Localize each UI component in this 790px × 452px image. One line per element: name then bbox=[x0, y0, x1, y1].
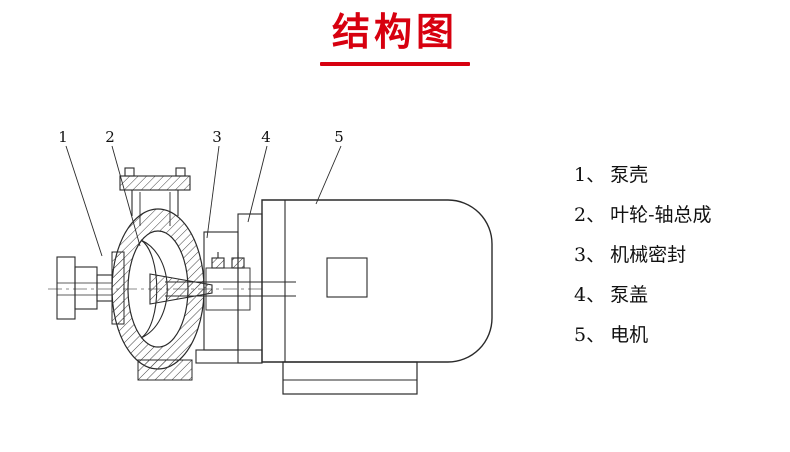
motor-terminal-box bbox=[326, 257, 368, 298]
discharge-pipe bbox=[119, 167, 191, 226]
title-underline bbox=[320, 61, 470, 66]
legend-item-5: 5、电机 bbox=[574, 326, 774, 345]
legend-label-4: 泵盖 bbox=[610, 284, 649, 306]
suction-step bbox=[74, 266, 98, 310]
motor bbox=[261, 199, 493, 395]
legend-item-2: 2、叶轮-轴总成 bbox=[574, 206, 774, 225]
pump-casing bbox=[111, 208, 205, 381]
legend-label-1: 泵壳 bbox=[610, 164, 649, 186]
leader-line-1 bbox=[65, 145, 103, 257]
suction-pipe bbox=[96, 274, 113, 302]
legend-label-3: 机械密封 bbox=[610, 244, 687, 266]
legend-label-5: 电机 bbox=[610, 324, 649, 346]
casing-bottom-flange bbox=[137, 359, 193, 381]
part-number-1: 1 bbox=[58, 128, 68, 146]
impeller-shaft-assembly bbox=[140, 239, 296, 339]
legend: 1、泵壳 2、叶轮-轴总成 3、机械密封 4、泵盖 5、电机 bbox=[574, 166, 774, 366]
title-block: 结构图 bbox=[0, 10, 790, 66]
part-numbers: 1 2 3 4 5 bbox=[58, 128, 344, 146]
part-number-5: 5 bbox=[334, 128, 344, 146]
suction-nozzle bbox=[56, 256, 113, 320]
leader-lines bbox=[65, 145, 342, 257]
legend-num-1: 1、 bbox=[574, 164, 606, 186]
part-number-2: 2 bbox=[105, 128, 115, 146]
part-number-4: 4 bbox=[261, 128, 271, 146]
gland-bolt-left bbox=[211, 257, 225, 269]
motor-base bbox=[282, 361, 418, 395]
legend-num-2: 2、 bbox=[574, 204, 606, 226]
casing-suction-flange bbox=[111, 251, 125, 325]
part-number-3: 3 bbox=[212, 128, 222, 146]
leader-line-2 bbox=[111, 145, 141, 247]
bracket-foot bbox=[195, 349, 263, 364]
flange-bolt-left bbox=[124, 167, 135, 177]
impeller-shroud bbox=[140, 239, 168, 339]
page-title: 结构图 bbox=[331, 10, 458, 54]
gland-bolt-right bbox=[231, 257, 245, 269]
legend-num-5: 5、 bbox=[574, 324, 606, 346]
legend-item-3: 3、机械密封 bbox=[574, 246, 774, 265]
motor-body bbox=[261, 199, 493, 363]
discharge-flange bbox=[119, 175, 191, 191]
leader-line-4 bbox=[247, 145, 268, 223]
legend-item-1: 1、泵壳 bbox=[574, 166, 774, 185]
flange-bolt-right bbox=[175, 167, 186, 177]
legend-item-4: 4、泵盖 bbox=[574, 286, 774, 305]
leader-line-5 bbox=[315, 145, 342, 205]
legend-num-4: 4、 bbox=[574, 284, 606, 306]
suction-flange-outer bbox=[56, 256, 76, 320]
legend-label-2: 叶轮-轴总成 bbox=[610, 204, 712, 226]
legend-num-3: 3、 bbox=[574, 244, 606, 266]
leader-line-3 bbox=[206, 145, 220, 239]
